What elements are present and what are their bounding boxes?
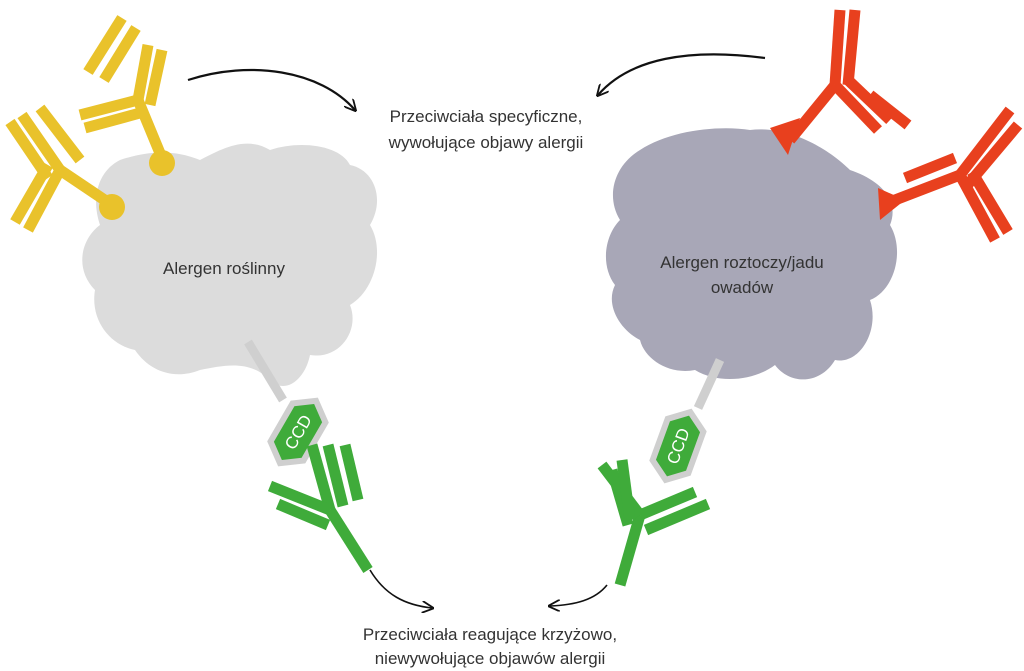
cross-reactive-antibody-right [597,459,711,587]
cross-reactive-label-line1: Przeciwciała reagujące krzyżowo, [363,625,617,644]
cross-reactive-label-line2: niewywołujące objawów alergii [375,649,606,668]
plant-allergen-label: Alergen roślinny [163,259,285,278]
ccd-left: CCD [244,339,329,467]
arrow-plant-to-specific-label [187,68,355,110]
arrow-left-to-cross-reactive-label [369,569,432,608]
arrow-right-to-cross-reactive-label [550,584,608,606]
mite-allergen-label-line1: Alergen roztoczy/jadu [660,253,823,272]
specific-antibody-mite-top [770,9,912,155]
plant-allergen [82,143,378,386]
specific-antibodies-label-line1: Przeciwciała specyficzne, [390,107,583,126]
specific-antibody-mite-right [878,106,1023,243]
mite-allergen-blob [605,128,898,380]
ccd-right: CCD [649,358,725,484]
mite-venom-allergen [605,128,898,380]
specific-antibody-plant-left [5,104,125,233]
cross-reactive-antibody-left [267,443,373,573]
mite-allergen-label-line2: owadów [711,278,774,297]
plant-allergen-blob [82,143,378,386]
specific-antibody-plant-top [78,15,175,176]
arrow-mite-to-specific-label [598,53,766,95]
specific-antibodies-label-line2: wywołujące objawy alergii [388,133,584,152]
